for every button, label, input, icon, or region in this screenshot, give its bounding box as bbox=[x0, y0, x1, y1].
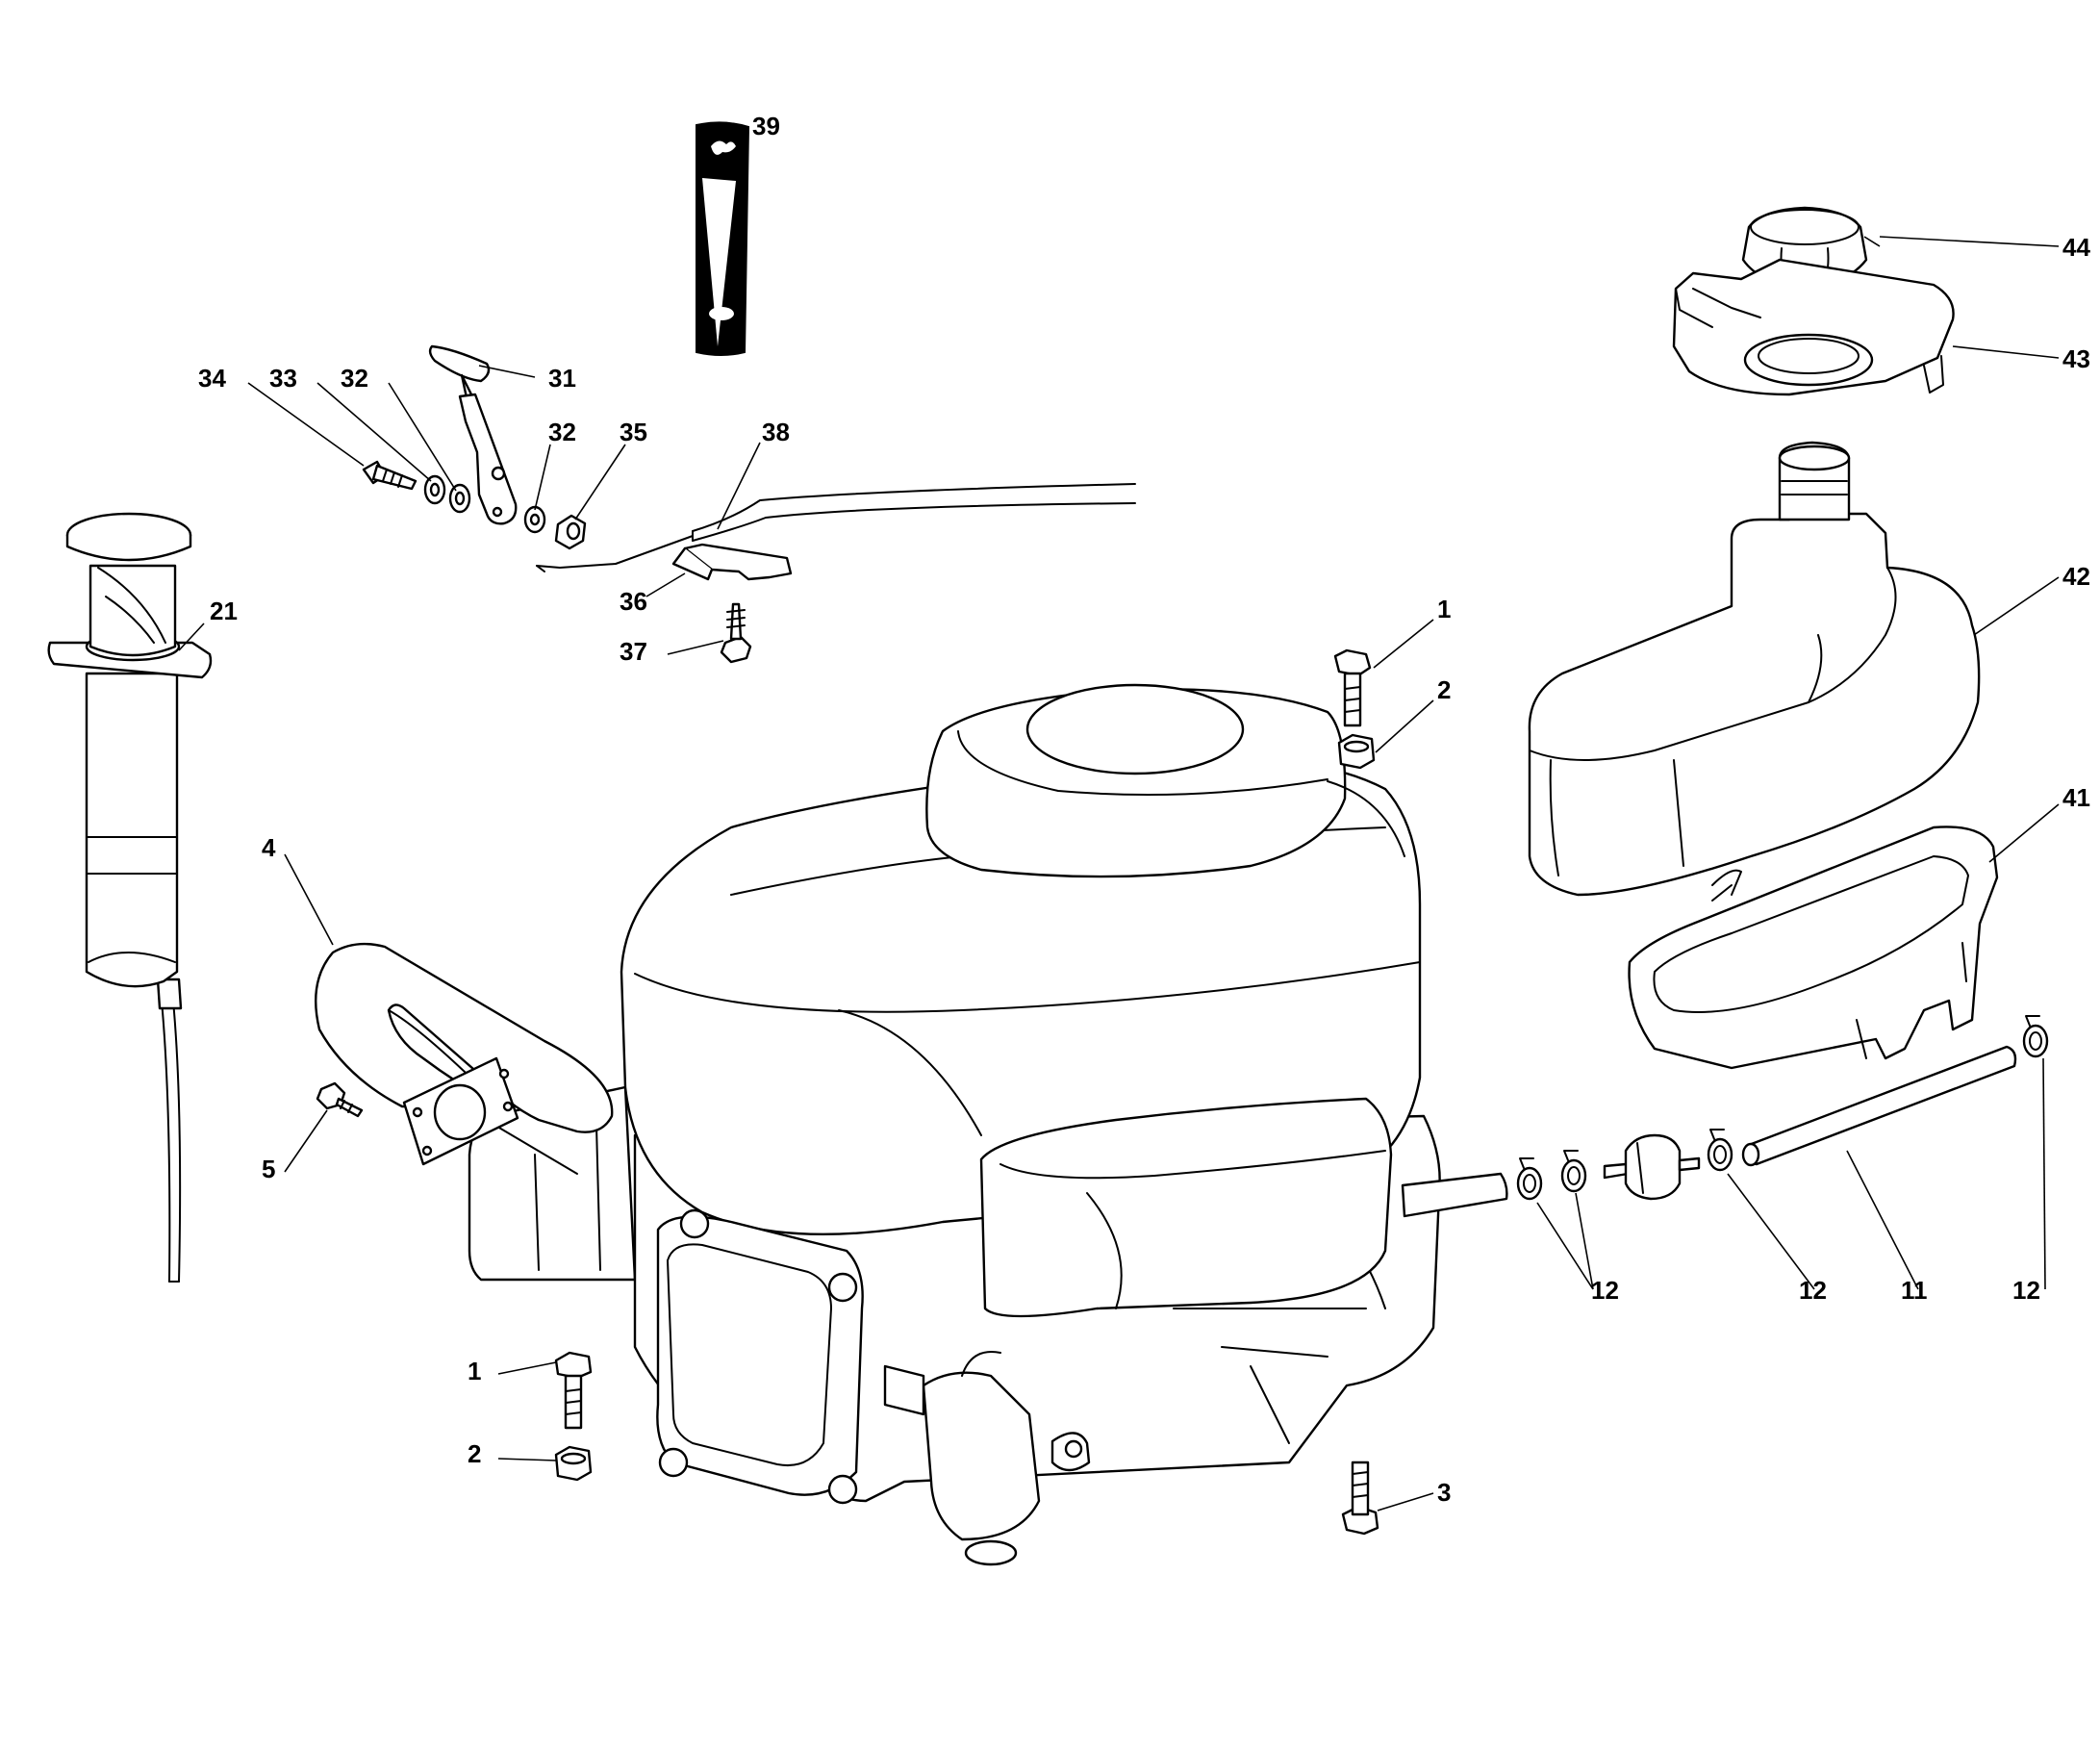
callout-41: 41 bbox=[2062, 783, 2090, 812]
fuel-tank-part-42 bbox=[1528, 441, 1981, 897]
hose-clamp-part-12a bbox=[1516, 1157, 1543, 1201]
callout-12c: 12 bbox=[2012, 1276, 2040, 1305]
callout-1-bottom: 1 bbox=[468, 1357, 481, 1385]
callout-32a: 32 bbox=[341, 364, 368, 393]
callout-3: 3 bbox=[1437, 1478, 1451, 1507]
callout-5: 5 bbox=[262, 1155, 275, 1183]
washer-part-32a bbox=[448, 483, 471, 514]
tank-bracket-part-43 bbox=[1672, 258, 1955, 396]
callout-labels: 39 31 34 33 32 32 35 38 36 37 21 1 2 4 5… bbox=[198, 112, 2090, 1507]
bolt-part-1-top bbox=[1333, 648, 1372, 727]
fuel-filter bbox=[1603, 1133, 1701, 1201]
throttle-cable-part-38 bbox=[536, 483, 1136, 572]
callout-12b: 12 bbox=[1799, 1276, 1827, 1305]
callout-39: 39 bbox=[752, 112, 780, 140]
hose-clamp-part-12b bbox=[1560, 1150, 1587, 1193]
screw-part-37 bbox=[720, 602, 752, 664]
callout-31: 31 bbox=[548, 364, 576, 393]
callout-4: 4 bbox=[262, 833, 276, 862]
callout-21: 21 bbox=[210, 597, 238, 625]
callout-32b: 32 bbox=[548, 418, 576, 446]
callout-2-bottom: 2 bbox=[468, 1439, 481, 1468]
hose-clamp-part-12c bbox=[1707, 1129, 1733, 1172]
callout-44: 44 bbox=[2062, 233, 2090, 262]
callout-33: 33 bbox=[269, 364, 297, 393]
callout-38: 38 bbox=[762, 418, 790, 446]
callout-2-top: 2 bbox=[1437, 675, 1451, 704]
callout-36: 36 bbox=[620, 587, 647, 616]
callout-1-top: 1 bbox=[1437, 595, 1451, 623]
oil-syringe-part-21 bbox=[47, 512, 213, 1283]
washer-part-32b bbox=[523, 505, 546, 534]
callout-34: 34 bbox=[198, 364, 226, 393]
bolt-part-3 bbox=[1341, 1461, 1379, 1536]
washer-part-33 bbox=[423, 474, 446, 505]
nut-part-2-top bbox=[1337, 733, 1376, 770]
leader-lines bbox=[178, 236, 2060, 1512]
nut-part-2-bottom bbox=[554, 1445, 593, 1482]
callout-35: 35 bbox=[620, 418, 647, 446]
throttle-decal-part-39 bbox=[696, 121, 750, 356]
callout-42: 42 bbox=[2062, 562, 2090, 591]
callout-43: 43 bbox=[2062, 344, 2090, 373]
nut-part-35 bbox=[554, 514, 587, 550]
bolt-part-1-bottom bbox=[554, 1351, 593, 1430]
fuel-line-part-11 bbox=[1741, 1045, 2017, 1167]
screw-part-5 bbox=[316, 1081, 364, 1118]
bolt-part-34 bbox=[362, 460, 417, 491]
throttle-lever-part-31 bbox=[428, 344, 518, 525]
cable-clamp-part-36 bbox=[671, 543, 793, 581]
callout-11: 11 bbox=[1901, 1276, 1928, 1305]
breather-tube-part-4 bbox=[315, 942, 614, 1166]
callout-12a: 12 bbox=[1591, 1276, 1619, 1305]
hose-clamp-part-12d bbox=[2022, 1015, 2049, 1058]
engine-block bbox=[468, 683, 1508, 1566]
tank-tray-part-41 bbox=[1628, 826, 1999, 1070]
callout-37: 37 bbox=[620, 637, 647, 666]
